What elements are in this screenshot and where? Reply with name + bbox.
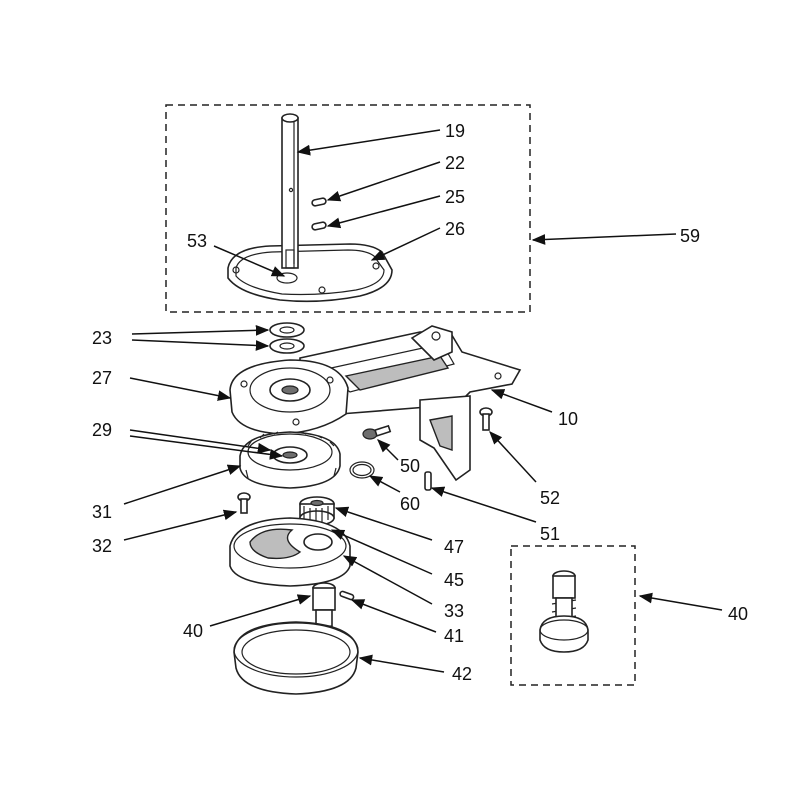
screw-50 [362, 424, 392, 440]
gear-housing-27 [229, 359, 349, 435]
leader-59 [531, 233, 677, 245]
callout-40: 40 [183, 621, 203, 641]
callout-53: 53 [187, 231, 207, 251]
leader-27 [129, 377, 232, 401]
leader-40a [209, 594, 312, 627]
leader-53 [213, 245, 286, 277]
screw-32 [237, 492, 251, 514]
assembly-40-alt-group-box [510, 545, 636, 686]
leader-33 [342, 555, 433, 605]
callout-45: 45 [444, 570, 464, 590]
drive-shaft-40-alt [539, 570, 589, 653]
leader-22 [326, 161, 441, 202]
callout-52: 52 [540, 488, 560, 508]
callout-60: 60 [400, 494, 420, 514]
assembly-59-group-box [165, 104, 531, 313]
leader-40b [638, 592, 723, 611]
callout-33: 33 [444, 601, 464, 621]
callout-26: 26 [445, 219, 465, 239]
callout-10: 10 [558, 409, 578, 429]
ring-cup-42 [233, 621, 359, 695]
leader-47 [334, 506, 433, 541]
leader-25 [326, 195, 441, 229]
callout-19: 19 [445, 121, 465, 141]
gear-31 [239, 431, 341, 489]
shaft-19 [281, 113, 299, 269]
pin-51 [424, 471, 432, 491]
callout-47: 47 [444, 537, 464, 557]
pin-41 [339, 590, 355, 601]
callout-25: 25 [445, 187, 465, 207]
screw-52 [479, 407, 493, 431]
callout-31: 31 [92, 502, 112, 522]
leader-23a [131, 324, 270, 336]
callout-59: 59 [680, 226, 700, 246]
leader-19 [296, 129, 441, 156]
leader-29a [129, 429, 272, 454]
callout-32: 32 [92, 536, 112, 556]
pin-22 [311, 197, 327, 207]
leader-26 [370, 227, 441, 261]
callout-22: 22 [445, 153, 465, 173]
plate-gasket-26 [227, 243, 393, 303]
cam-base-33 [229, 517, 351, 587]
callout-51: 51 [540, 524, 560, 544]
leader-10 [490, 389, 553, 413]
callout-41: 41 [444, 626, 464, 646]
callout-40-alt: 40 [728, 604, 748, 624]
callout-42: 42 [452, 664, 472, 684]
leader-23b [131, 339, 270, 351]
callout-27: 27 [92, 368, 112, 388]
callout-29: 29 [92, 420, 112, 440]
leader-42 [358, 654, 445, 673]
leader-41 [350, 599, 437, 633]
callout-50: 50 [400, 456, 420, 476]
leader-29b [129, 435, 284, 460]
washers-23 [269, 322, 305, 354]
leader-32 [123, 509, 238, 541]
callout-23: 23 [92, 328, 112, 348]
leader-31 [123, 464, 242, 505]
leader-45 [330, 529, 433, 575]
leader-50 [377, 439, 399, 461]
retaining-ring-60 [349, 461, 375, 479]
housing-10 [299, 325, 522, 482]
leader-52 [489, 431, 537, 483]
leader-60 [368, 475, 401, 493]
leader-51 [430, 486, 537, 523]
pin-25 [311, 221, 327, 231]
